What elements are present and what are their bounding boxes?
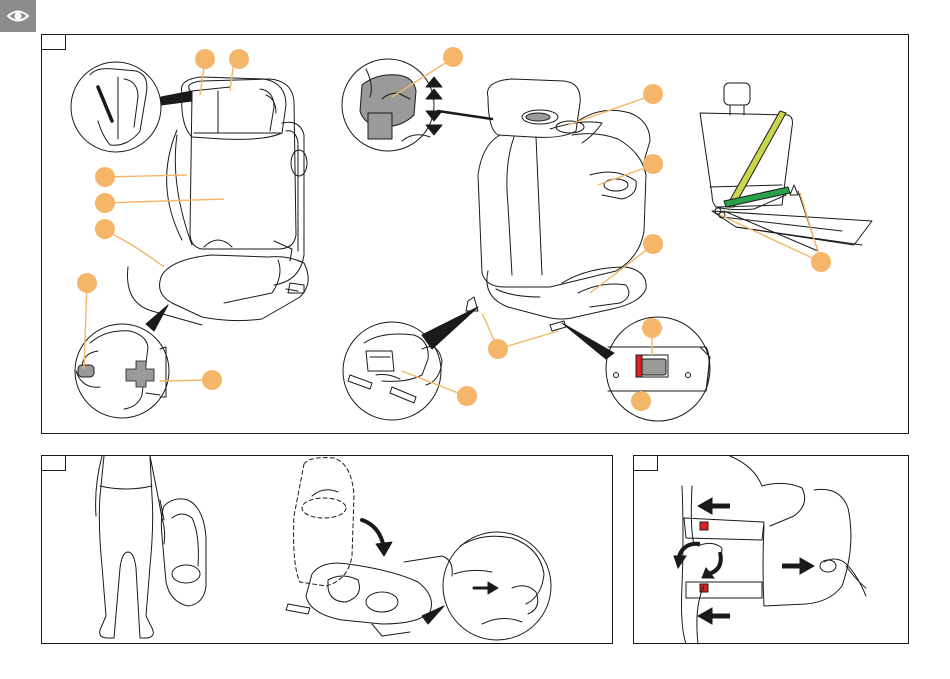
callout-marker xyxy=(95,167,115,187)
callout-marker xyxy=(95,219,115,239)
carry-fold-panel xyxy=(41,455,613,644)
callout-marker xyxy=(488,339,508,359)
detail-base-circle xyxy=(75,324,169,418)
overview-illustration xyxy=(42,35,910,435)
arrow-down-icon xyxy=(426,125,442,135)
seat-side-view xyxy=(466,79,650,331)
callout-marker xyxy=(642,318,662,338)
callout-marker xyxy=(643,154,663,174)
isofix-release-illustration xyxy=(634,456,910,645)
detail-release-circle xyxy=(443,532,551,640)
callout-marker xyxy=(643,234,663,254)
callout-marker xyxy=(202,370,222,390)
callout-marker xyxy=(229,49,249,69)
callout-marker xyxy=(631,391,651,411)
folded-seat xyxy=(286,556,452,636)
callout-marker xyxy=(811,252,831,272)
detail-headrest-circle xyxy=(71,62,161,152)
person-figure xyxy=(96,456,165,638)
callout-marker xyxy=(195,49,215,69)
view-toggle-button[interactable] xyxy=(0,0,36,32)
vehicle-seat xyxy=(700,83,872,245)
callout-marker xyxy=(77,273,97,293)
isofix-release-panel xyxy=(633,455,909,644)
carry-fold-illustration xyxy=(42,456,614,645)
callout-marker xyxy=(443,47,463,67)
callout-marker xyxy=(643,84,663,104)
overview-panel xyxy=(41,34,909,434)
eye-icon xyxy=(0,0,36,32)
callout-marker xyxy=(95,193,115,213)
detail-headrest-adjust-circle xyxy=(342,59,434,151)
arrow-up-icon xyxy=(426,89,442,99)
callout-marker xyxy=(457,386,477,406)
carried-seat xyxy=(160,499,206,606)
arrow-down-icon xyxy=(426,111,442,121)
